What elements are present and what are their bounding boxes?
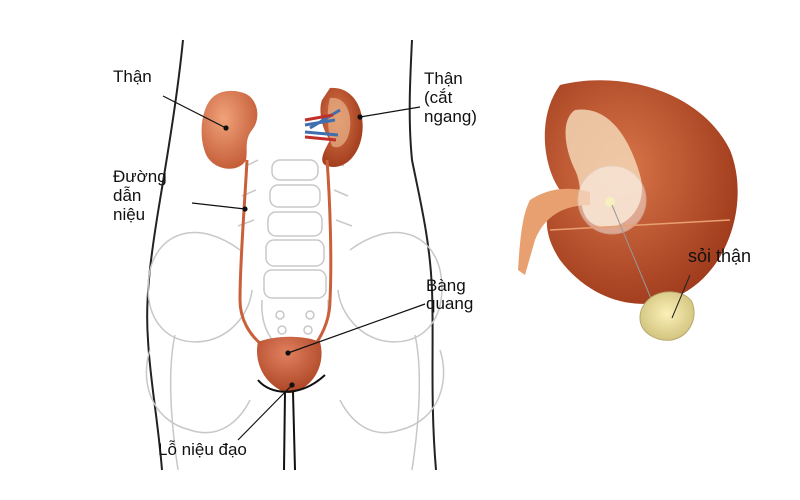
label-ureter-3: niệu <box>113 205 145 224</box>
spine <box>237 159 353 299</box>
label-kidney: Thận <box>113 67 152 86</box>
urethra <box>257 374 326 471</box>
label-ureter-2: dẫn <box>113 186 141 205</box>
label-kidney-section-2: (cắt <box>424 88 453 107</box>
label-kidney-section-3: ngang) <box>424 107 477 126</box>
label-bladder-2: quang <box>426 294 473 313</box>
label-kidney-section-1: Thận <box>424 69 463 88</box>
label-ureter-1: Đường <box>113 167 167 186</box>
label-bladder-1: Bàng <box>426 276 466 295</box>
kidney-stone-illustration <box>518 80 738 341</box>
label-kidney-stone: sỏi thận <box>688 246 751 266</box>
kidney <box>201 90 258 169</box>
leader-lines <box>162 95 426 441</box>
kidney-cross-section <box>304 87 363 167</box>
ureters <box>238 159 333 347</box>
bladder <box>256 336 322 393</box>
label-urethra: Lỗ niệu đạo <box>158 440 247 459</box>
